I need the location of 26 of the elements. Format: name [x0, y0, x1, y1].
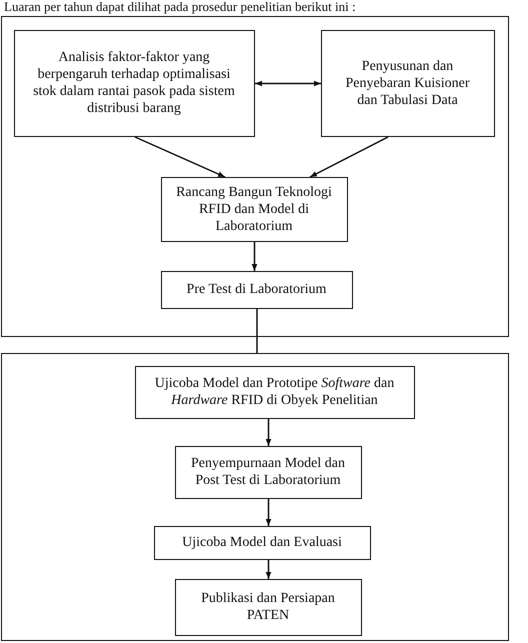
step-text: Pre Test di Laboratorium	[186, 281, 328, 298]
process-box	[160, 176, 348, 242]
arrow	[310, 136, 388, 178]
process-box	[154, 526, 370, 560]
intro-sentence: Luaran per tahun dapat dilihat pada prosedur penelitian berikut ini :	[4, 0, 356, 14]
arrow	[266, 560, 272, 579]
step-text: Ujicoba Model dan Prototipe Software dan Hardware RFID di Obyek Penelitian	[154, 375, 396, 409]
group-frame	[1, 353, 509, 641]
step-text: Penyusunan dan Penyebaran Kuisioner dan Tabulasi Data	[344, 58, 471, 108]
step-text: Ujicoba Model dan Evaluasi	[181, 534, 343, 551]
step-text: Rancang Bangun Teknologi RFID dan Model di Laboratorium	[175, 184, 333, 234]
step-text: Publikasi dan Persiapan PATEN	[200, 590, 336, 624]
arrow	[255, 80, 321, 86]
process-box	[134, 366, 414, 418]
process-box	[320, 30, 494, 136]
process-box	[174, 578, 362, 636]
process-box	[14, 30, 254, 136]
arrow	[134, 136, 226, 178]
process-box	[174, 446, 362, 498]
group-frame	[1, 16, 509, 337]
arrow	[252, 242, 258, 271]
step-text: Analisis faktor-faktor yang berpengaruh terhadap optimalisasi stok dalam rantai pasok pada sistem distribusi barang	[32, 49, 236, 117]
step-text: Penyempurnaan Model dan Post Test di Laboratorium	[190, 455, 346, 489]
process-box	[160, 270, 352, 308]
arrow	[266, 419, 272, 446]
arrow	[266, 499, 272, 526]
